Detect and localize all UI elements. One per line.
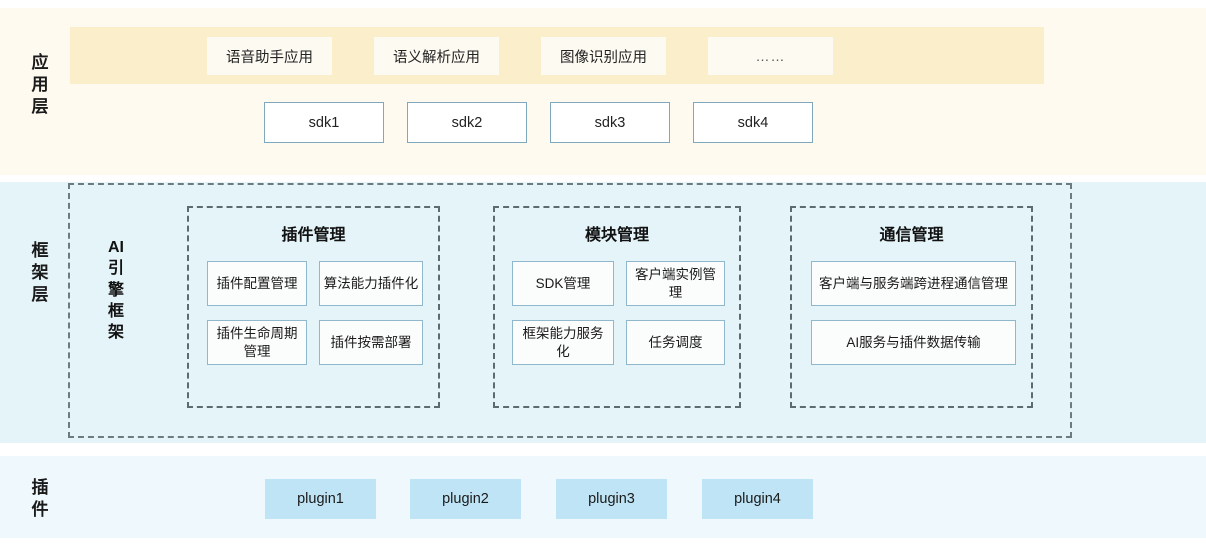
framework-layer-label-char-2: 层 bbox=[31, 285, 49, 305]
cell-label: 插件配置管理 bbox=[216, 275, 298, 291]
group-title-plugin-management: 插件管理 bbox=[281, 227, 346, 244]
plugin-layer-label-char-1: 件 bbox=[31, 500, 49, 520]
cell-task-scheduling[interactable]: 任务调度 bbox=[626, 320, 725, 365]
group-title-communication-management: 通信管理 bbox=[879, 227, 944, 244]
sdk-box-1[interactable]: sdk1 bbox=[264, 102, 384, 143]
cell-ai-service-plugin-data-transfer[interactable]: AI服务与插件数据传输 bbox=[811, 320, 1016, 365]
sdk-box-label: sdk3 bbox=[594, 114, 626, 131]
group-title-module-management: 模块管理 bbox=[584, 227, 649, 244]
group-module-management: 模块管理 SDK管理 客户端实例管理 框架能力服务化 任务调度 bbox=[493, 206, 741, 408]
cell-label: 任务调度 bbox=[648, 334, 703, 350]
application-layer-label-char-1: 用 bbox=[31, 75, 49, 95]
framework-layer-band bbox=[0, 182, 1206, 443]
cell-label: 插件生命周期管理 bbox=[216, 326, 298, 359]
app-box-image-recognition[interactable]: 图像识别应用 bbox=[541, 37, 666, 75]
cell-framework-capability-servitization[interactable]: 框架能力服务化 bbox=[512, 320, 614, 365]
ai-engine-framework-container bbox=[68, 183, 1072, 438]
plugin-box-label: plugin3 bbox=[588, 491, 635, 507]
ai-engine-label-char-3: 框 bbox=[107, 302, 124, 320]
framework-layer-label: 框 架 层 bbox=[24, 240, 56, 306]
group-communication-management: 通信管理 客户端与服务端跨进程通信管理 AI服务与插件数据传输 bbox=[790, 206, 1033, 408]
plugin-box-label: plugin4 bbox=[734, 491, 781, 507]
ai-engine-label-char-1: 引 bbox=[107, 260, 124, 278]
application-layer-label: 应 用 层 bbox=[24, 52, 56, 118]
sdk-box-2[interactable]: sdk2 bbox=[407, 102, 527, 143]
cell-label: 客户端实例管理 bbox=[635, 267, 716, 300]
cell-label: 插件按需部署 bbox=[330, 334, 412, 350]
framework-layer-label-char-0: 框 bbox=[31, 241, 49, 260]
sdk-box-label: sdk4 bbox=[737, 114, 769, 131]
cell-label: 框架能力服务化 bbox=[522, 326, 604, 359]
plugin-box-label: plugin1 bbox=[297, 491, 344, 507]
app-box-semantic-parsing[interactable]: 语义解析应用 bbox=[374, 37, 499, 75]
plugin-box-1[interactable]: plugin1 bbox=[265, 479, 376, 519]
sdk-row: sdk1 sdk2 sdk3 sdk4 bbox=[0, 102, 1206, 143]
cell-plugin-config-management[interactable]: 插件配置管理 bbox=[207, 261, 307, 306]
sdk-box-4[interactable]: sdk4 bbox=[693, 102, 813, 143]
app-box-label: 图像识别应用 bbox=[560, 49, 647, 66]
plugin-box-2[interactable]: plugin2 bbox=[410, 479, 521, 519]
sdk-box-label: sdk1 bbox=[308, 114, 340, 131]
cell-label: AI服务与插件数据传输 bbox=[846, 334, 981, 350]
cell-algorithm-capability-pluginization[interactable]: 算法能力插件化 bbox=[319, 261, 423, 306]
framework-layer-label-char-1: 架 bbox=[31, 263, 49, 283]
plugin-box-3[interactable]: plugin3 bbox=[556, 479, 667, 519]
app-box-voice-assistant[interactable]: 语音助手应用 bbox=[207, 37, 332, 75]
plugin-layer-label-char-0: 插 bbox=[31, 478, 49, 497]
cell-label: 客户端与服务端跨进程通信管理 bbox=[819, 275, 1008, 291]
cell-label: 算法能力插件化 bbox=[323, 275, 419, 291]
application-layer-label-char-0: 应 bbox=[31, 53, 49, 72]
sdk-box-3[interactable]: sdk3 bbox=[550, 102, 670, 143]
app-box-ellipsis: …… bbox=[708, 37, 833, 75]
ai-engine-framework-label: AI 引 擎 框 架 bbox=[103, 237, 129, 343]
app-box-label: 语义解析应用 bbox=[393, 49, 480, 66]
sdk-box-label: sdk2 bbox=[451, 114, 483, 131]
cell-sdk-management[interactable]: SDK管理 bbox=[512, 261, 614, 306]
app-box-label: 语音助手应用 bbox=[226, 49, 313, 66]
plugin-layer-label: 插 件 bbox=[24, 477, 56, 521]
cell-plugin-lifecycle-management[interactable]: 插件生命周期管理 bbox=[207, 320, 307, 365]
ai-engine-label-char-2: 擎 bbox=[107, 281, 124, 299]
cell-label: SDK管理 bbox=[535, 275, 591, 291]
plugin-box-label: plugin2 bbox=[442, 491, 489, 507]
group-plugin-management: 插件管理 插件配置管理 算法能力插件化 插件生命周期管理 插件按需部署 bbox=[187, 206, 440, 408]
app-box-label: …… bbox=[755, 48, 786, 64]
ai-engine-label-char-0: AI bbox=[108, 239, 124, 256]
application-layer-label-char-2: 层 bbox=[31, 97, 49, 117]
application-apps-row: 语音助手应用 语义解析应用 图像识别应用 …… bbox=[70, 27, 1044, 84]
cell-client-server-ipc-management[interactable]: 客户端与服务端跨进程通信管理 bbox=[811, 261, 1016, 306]
cell-plugin-on-demand-deployment[interactable]: 插件按需部署 bbox=[319, 320, 423, 365]
ai-engine-label-char-4: 架 bbox=[107, 324, 124, 342]
plugin-box-4[interactable]: plugin4 bbox=[702, 479, 813, 519]
cell-client-instance-management[interactable]: 客户端实例管理 bbox=[626, 261, 725, 306]
